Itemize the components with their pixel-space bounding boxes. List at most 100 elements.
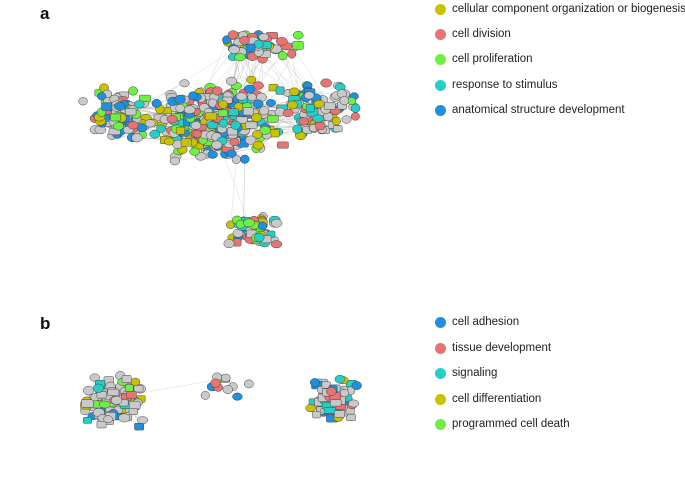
network-node <box>270 240 283 249</box>
network-node <box>133 385 144 393</box>
network-node <box>189 147 201 156</box>
network-node <box>234 53 246 62</box>
network-node <box>309 378 320 387</box>
network-node <box>282 109 294 118</box>
network-node <box>339 96 350 106</box>
legend-b-swatch <box>435 418 446 430</box>
network-node <box>99 400 111 409</box>
network-node <box>151 98 162 108</box>
network-node <box>227 30 239 40</box>
network-node <box>275 37 288 46</box>
network-node <box>93 383 104 393</box>
network-node <box>252 129 263 140</box>
network-node <box>180 138 192 147</box>
network-node <box>118 413 131 423</box>
network-node <box>128 408 138 415</box>
network-node <box>138 94 151 102</box>
network-node <box>226 149 237 158</box>
network-node <box>110 113 121 122</box>
network-node <box>324 101 336 110</box>
network-node <box>126 391 137 399</box>
network-node <box>166 114 178 124</box>
network-node <box>81 399 94 408</box>
network-node <box>188 91 198 101</box>
network-node <box>144 119 156 128</box>
network-node <box>179 79 190 88</box>
network-node <box>348 399 360 408</box>
legend-b-item: cell differentiation <box>435 391 541 407</box>
network-node <box>351 381 362 391</box>
network-node <box>252 99 264 109</box>
network-node <box>334 374 345 384</box>
network-node <box>83 385 94 396</box>
network-node <box>137 416 149 425</box>
network-node <box>149 129 161 139</box>
legend-b-swatch <box>435 342 446 354</box>
network-node <box>113 101 126 111</box>
legend-a-label: cell proliferation <box>452 53 533 65</box>
network-node <box>183 105 196 114</box>
network-edge <box>230 159 237 225</box>
network-node <box>246 43 256 52</box>
network-node <box>326 386 337 396</box>
panel-a-label: a <box>40 4 50 23</box>
network-node <box>235 92 248 101</box>
network-node <box>252 140 264 150</box>
network-node <box>323 407 336 414</box>
network-node <box>97 92 107 101</box>
network-node <box>259 106 269 116</box>
network-node <box>312 411 321 419</box>
network-node <box>243 107 254 116</box>
network-node <box>134 423 145 431</box>
legend-a-swatch <box>435 3 446 15</box>
legend-b-swatch <box>435 316 446 328</box>
network-node <box>175 126 186 135</box>
legend-a-item: cellular component organization or bioge… <box>435 1 685 17</box>
network-node <box>230 120 241 130</box>
network-node <box>275 86 285 95</box>
network-node <box>246 75 257 84</box>
network-node <box>204 112 218 121</box>
network-node <box>124 384 134 392</box>
legend-a-swatch <box>435 53 446 65</box>
network-node <box>212 86 223 96</box>
network-b-nodes <box>80 371 362 431</box>
network-a-nodes <box>78 30 361 249</box>
legend-a-item: cell division <box>435 26 511 42</box>
network-node <box>207 150 218 159</box>
network-node <box>240 154 250 164</box>
legend-b: cell adhesion tissue development signali… <box>435 312 675 432</box>
network-node <box>210 378 221 388</box>
network-node <box>110 395 123 405</box>
legend-b-item: tissue development <box>435 340 551 356</box>
network-node <box>266 115 279 123</box>
legend-b-label: signaling <box>452 367 498 379</box>
network-node <box>331 116 341 126</box>
network-node <box>211 140 223 150</box>
network-node <box>190 121 202 130</box>
legend-b-item: programmed cell death <box>435 416 570 432</box>
network-node <box>339 389 350 398</box>
legend-a-label: response to stimulus <box>452 79 558 91</box>
legend-b-item: cell adhesion <box>435 314 519 330</box>
panel-b-label: b <box>40 314 51 333</box>
network-node <box>232 392 243 401</box>
legend-a-label: cell division <box>452 28 511 40</box>
network-node <box>292 30 304 40</box>
network-node <box>223 239 235 249</box>
network-node <box>330 399 342 407</box>
network-node <box>218 118 228 128</box>
network-node <box>133 100 145 109</box>
network-node <box>292 41 304 50</box>
legend-a-swatch <box>435 28 446 40</box>
legend-a: cellular component organization or bioge… <box>435 0 685 120</box>
network-node <box>164 137 175 146</box>
legend-a-item: response to stimulus <box>435 77 557 93</box>
network-node <box>218 99 228 109</box>
network-node <box>304 91 315 100</box>
network-node <box>244 379 254 389</box>
network-node <box>236 116 248 124</box>
network-node <box>245 135 257 145</box>
legend-b-swatch <box>435 367 446 379</box>
